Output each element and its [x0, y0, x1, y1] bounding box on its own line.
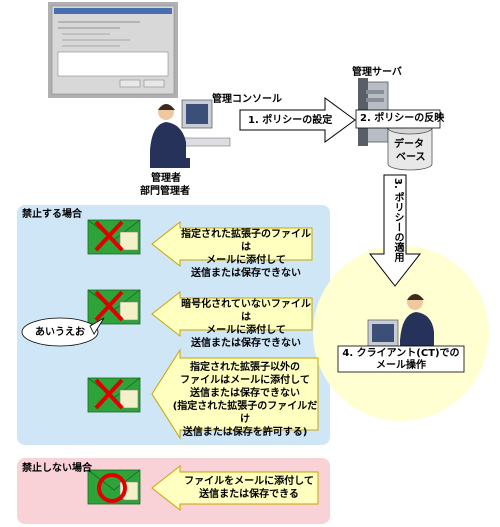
envelope-2 [87, 289, 141, 325]
envelope-1 [87, 219, 141, 255]
rule-2-text: 暗号化されていないファイルは メールに添付して 送信または保存できない [181, 299, 311, 349]
step4-box [337, 345, 465, 373]
step1-label: 1. ポリシーの設定 [248, 115, 333, 126]
step2-label: 2. ポリシーの反映 [360, 113, 445, 124]
step3-label: 3. ポリシーの適用 [392, 178, 403, 263]
prohibit-mark-1 [94, 220, 124, 252]
speech-bubble [21, 317, 105, 347]
rule-arrow-allow [151, 464, 319, 512]
arrow-policy-setting [239, 97, 356, 143]
step2-box [355, 109, 441, 129]
server-label: 管理サーバ [352, 67, 402, 78]
console-window-screenshot [48, 2, 178, 98]
admin-person-illustration [150, 99, 231, 168]
rule-arrow-1 [151, 220, 313, 268]
arrow-policy-apply [368, 174, 422, 287]
db-label-2: ベース [396, 152, 426, 163]
allow-mark [97, 473, 127, 503]
prohibit-mark-3 [94, 378, 124, 410]
speech-bubble-text: あいうえお [35, 327, 85, 338]
rule-1-text: 指定された拡張子のファイルは メールに添付して 送信または保存できない [181, 229, 311, 279]
client-person-illustration [367, 294, 434, 348]
allow-heading: 禁止しない場合 [22, 463, 92, 474]
prohibit-heading: 禁止する場合 [22, 209, 82, 220]
prohibit-mark-2 [94, 290, 124, 322]
db-label-1: データ [394, 139, 424, 150]
rule-arrow-3 [151, 348, 319, 440]
rule-arrow-2 [151, 290, 313, 338]
admin-label-2: 部門管理者 [140, 186, 190, 197]
step4-label-1: 4. クライアント(CT)での [342, 348, 460, 359]
rule-3-text: 指定された拡張子以外の ファイルはメールに添付して 送信または保存できない (指… [172, 362, 318, 438]
allow-rule-text: ファイルをメールに添付して 送信または保存できる [184, 476, 314, 500]
admin-label-1: 管理者 [151, 173, 181, 184]
step4-label-2: メール操作 [376, 360, 426, 371]
console-label: 管理コンソール [212, 94, 282, 105]
